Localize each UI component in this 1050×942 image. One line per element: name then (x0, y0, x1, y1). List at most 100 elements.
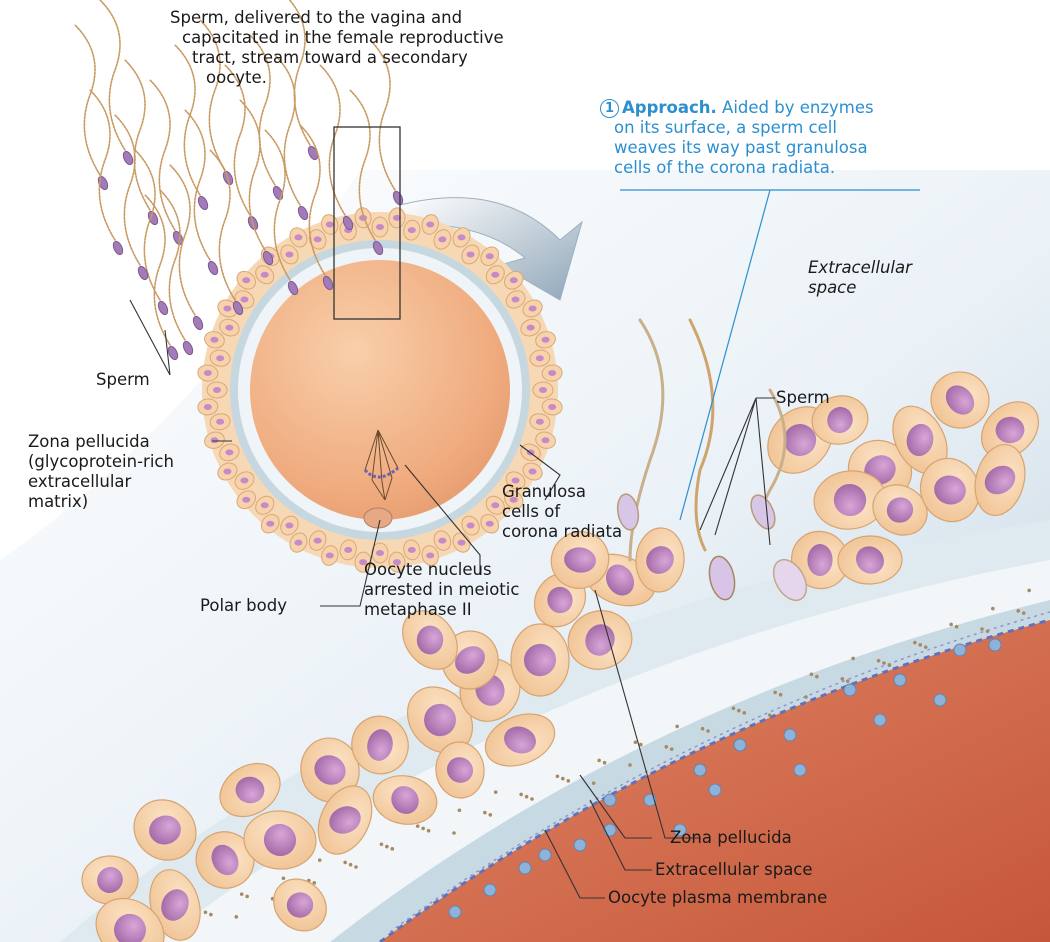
extracellular-space-label: Extracellular space (808, 258, 912, 297)
corona-cell-nucleus (426, 552, 435, 559)
sperm-tail (209, 149, 236, 301)
zona-particle (421, 826, 425, 831)
zona-particle (591, 781, 596, 785)
granulosa-nucleus (906, 423, 934, 457)
zona-particle (628, 763, 632, 767)
corona-cell-nucleus (260, 502, 269, 509)
sperm-tail (144, 194, 171, 346)
zona-particle (452, 831, 456, 835)
granulosa-nucleus (833, 483, 867, 517)
corona-cell-nucleus (466, 251, 475, 258)
sperm-tail (124, 59, 151, 211)
zona-particle (519, 792, 523, 797)
granulosa-nucleus (367, 729, 393, 761)
corona-cell-nucleus (548, 403, 557, 410)
sperm-tail (349, 89, 376, 241)
zona-particle (597, 758, 601, 763)
cortical-granule (953, 643, 967, 657)
sperm-tail (299, 124, 326, 276)
oocyte-cytoplasm-left (250, 260, 510, 520)
zona-particle (239, 892, 244, 896)
corona-cell-nucleus (203, 403, 212, 410)
cortical-granule (933, 693, 947, 707)
zona-particle (918, 643, 923, 647)
sperm-tail (288, 0, 311, 146)
granulosa-nucleus (391, 786, 419, 814)
corona-cell-nucleus (528, 305, 537, 312)
zona-pellucida-label-right: Zona pellucida (670, 828, 792, 847)
corona-cell-nucleus (457, 234, 466, 241)
granulosa-nucleus (995, 416, 1025, 444)
sperm-head (262, 250, 274, 266)
zona-particles (178, 588, 1031, 919)
sperm-tail (134, 149, 161, 301)
zona-particle (815, 674, 819, 679)
corona-cell-nucleus (285, 522, 294, 529)
granulosa-nucleus (211, 844, 239, 876)
zona-particle (524, 794, 529, 799)
corona-cell-nucleus (225, 449, 234, 456)
corona-cell-nucleus (535, 418, 544, 425)
cortical-granule (483, 883, 497, 897)
corona-cell-nucleus (485, 520, 494, 527)
corona-cell-nucleus (407, 546, 416, 553)
zona-particle (876, 658, 881, 663)
corona-cell-nucleus (376, 550, 384, 556)
corona-cell-nucleus (392, 559, 401, 566)
zona-particle (773, 690, 777, 695)
corona-cell-nucleus (528, 468, 537, 475)
granulosa-nucleus (161, 889, 189, 921)
sperm-tail (184, 109, 211, 261)
sperm-tail (249, 34, 276, 186)
oocyte-nucleus-label: Oocyte nucleus arrested in meiotic metap… (364, 560, 520, 619)
sperm-head (197, 195, 209, 211)
granulosa-cells-right (81, 371, 1040, 942)
zona-particle (488, 813, 493, 817)
sperm-tail (224, 64, 251, 216)
corona-cell-nucleus (526, 324, 535, 331)
zona-particle (203, 910, 208, 915)
zoom-box (333, 126, 401, 320)
granulosa-nucleus (446, 757, 474, 783)
sperm-tail (149, 79, 176, 231)
zona-particle (804, 695, 808, 699)
zona-particle (980, 627, 984, 631)
corona-cell-nucleus (535, 355, 544, 362)
corona-cell-nucleus (285, 251, 294, 258)
zona-particle (742, 711, 747, 715)
top-caption: Sperm, delivered to the vagina and capac… (170, 8, 504, 87)
cortical-granule (708, 783, 722, 797)
zona-particle (985, 629, 990, 634)
corona-cell-nucleus (426, 221, 435, 228)
zona-particle (209, 912, 213, 917)
granulosa-nucleus (827, 406, 853, 434)
sperm-tail (199, 19, 226, 171)
sperm-head (372, 240, 384, 256)
zona-particle (706, 729, 710, 733)
cortical-granule (518, 861, 532, 875)
approach-pointer (620, 189, 920, 521)
polar-body-label: Polar body (200, 596, 287, 615)
oocyte-cytoplasm (380, 620, 1050, 942)
sperm-head (167, 345, 179, 361)
meiotic-spindle (363, 429, 399, 501)
corona-cell-nucleus (210, 336, 219, 343)
granulosa-nucleus (646, 546, 674, 574)
corona-cell-nucleus (260, 271, 269, 278)
granulosa-nucleus (783, 424, 817, 456)
sperm-head (192, 315, 204, 331)
corona-cell-nucleus (491, 502, 500, 509)
granulosa-nucleus (97, 867, 123, 893)
cortical-granule (448, 905, 462, 919)
zona-particle (602, 760, 607, 765)
corona-cell-nucleus (541, 336, 550, 343)
cortical-granule (673, 823, 687, 837)
zona-particle (639, 742, 643, 747)
granulosa-label: Granulosa cells of corona radiata (502, 482, 623, 541)
granulosa-nucleus (807, 544, 833, 576)
corona-cell-nucleus (240, 477, 249, 484)
zona-particle (954, 624, 959, 629)
sperm-head (112, 240, 124, 256)
cortical-granule (573, 838, 587, 852)
granulosa-nucleus (945, 385, 975, 415)
